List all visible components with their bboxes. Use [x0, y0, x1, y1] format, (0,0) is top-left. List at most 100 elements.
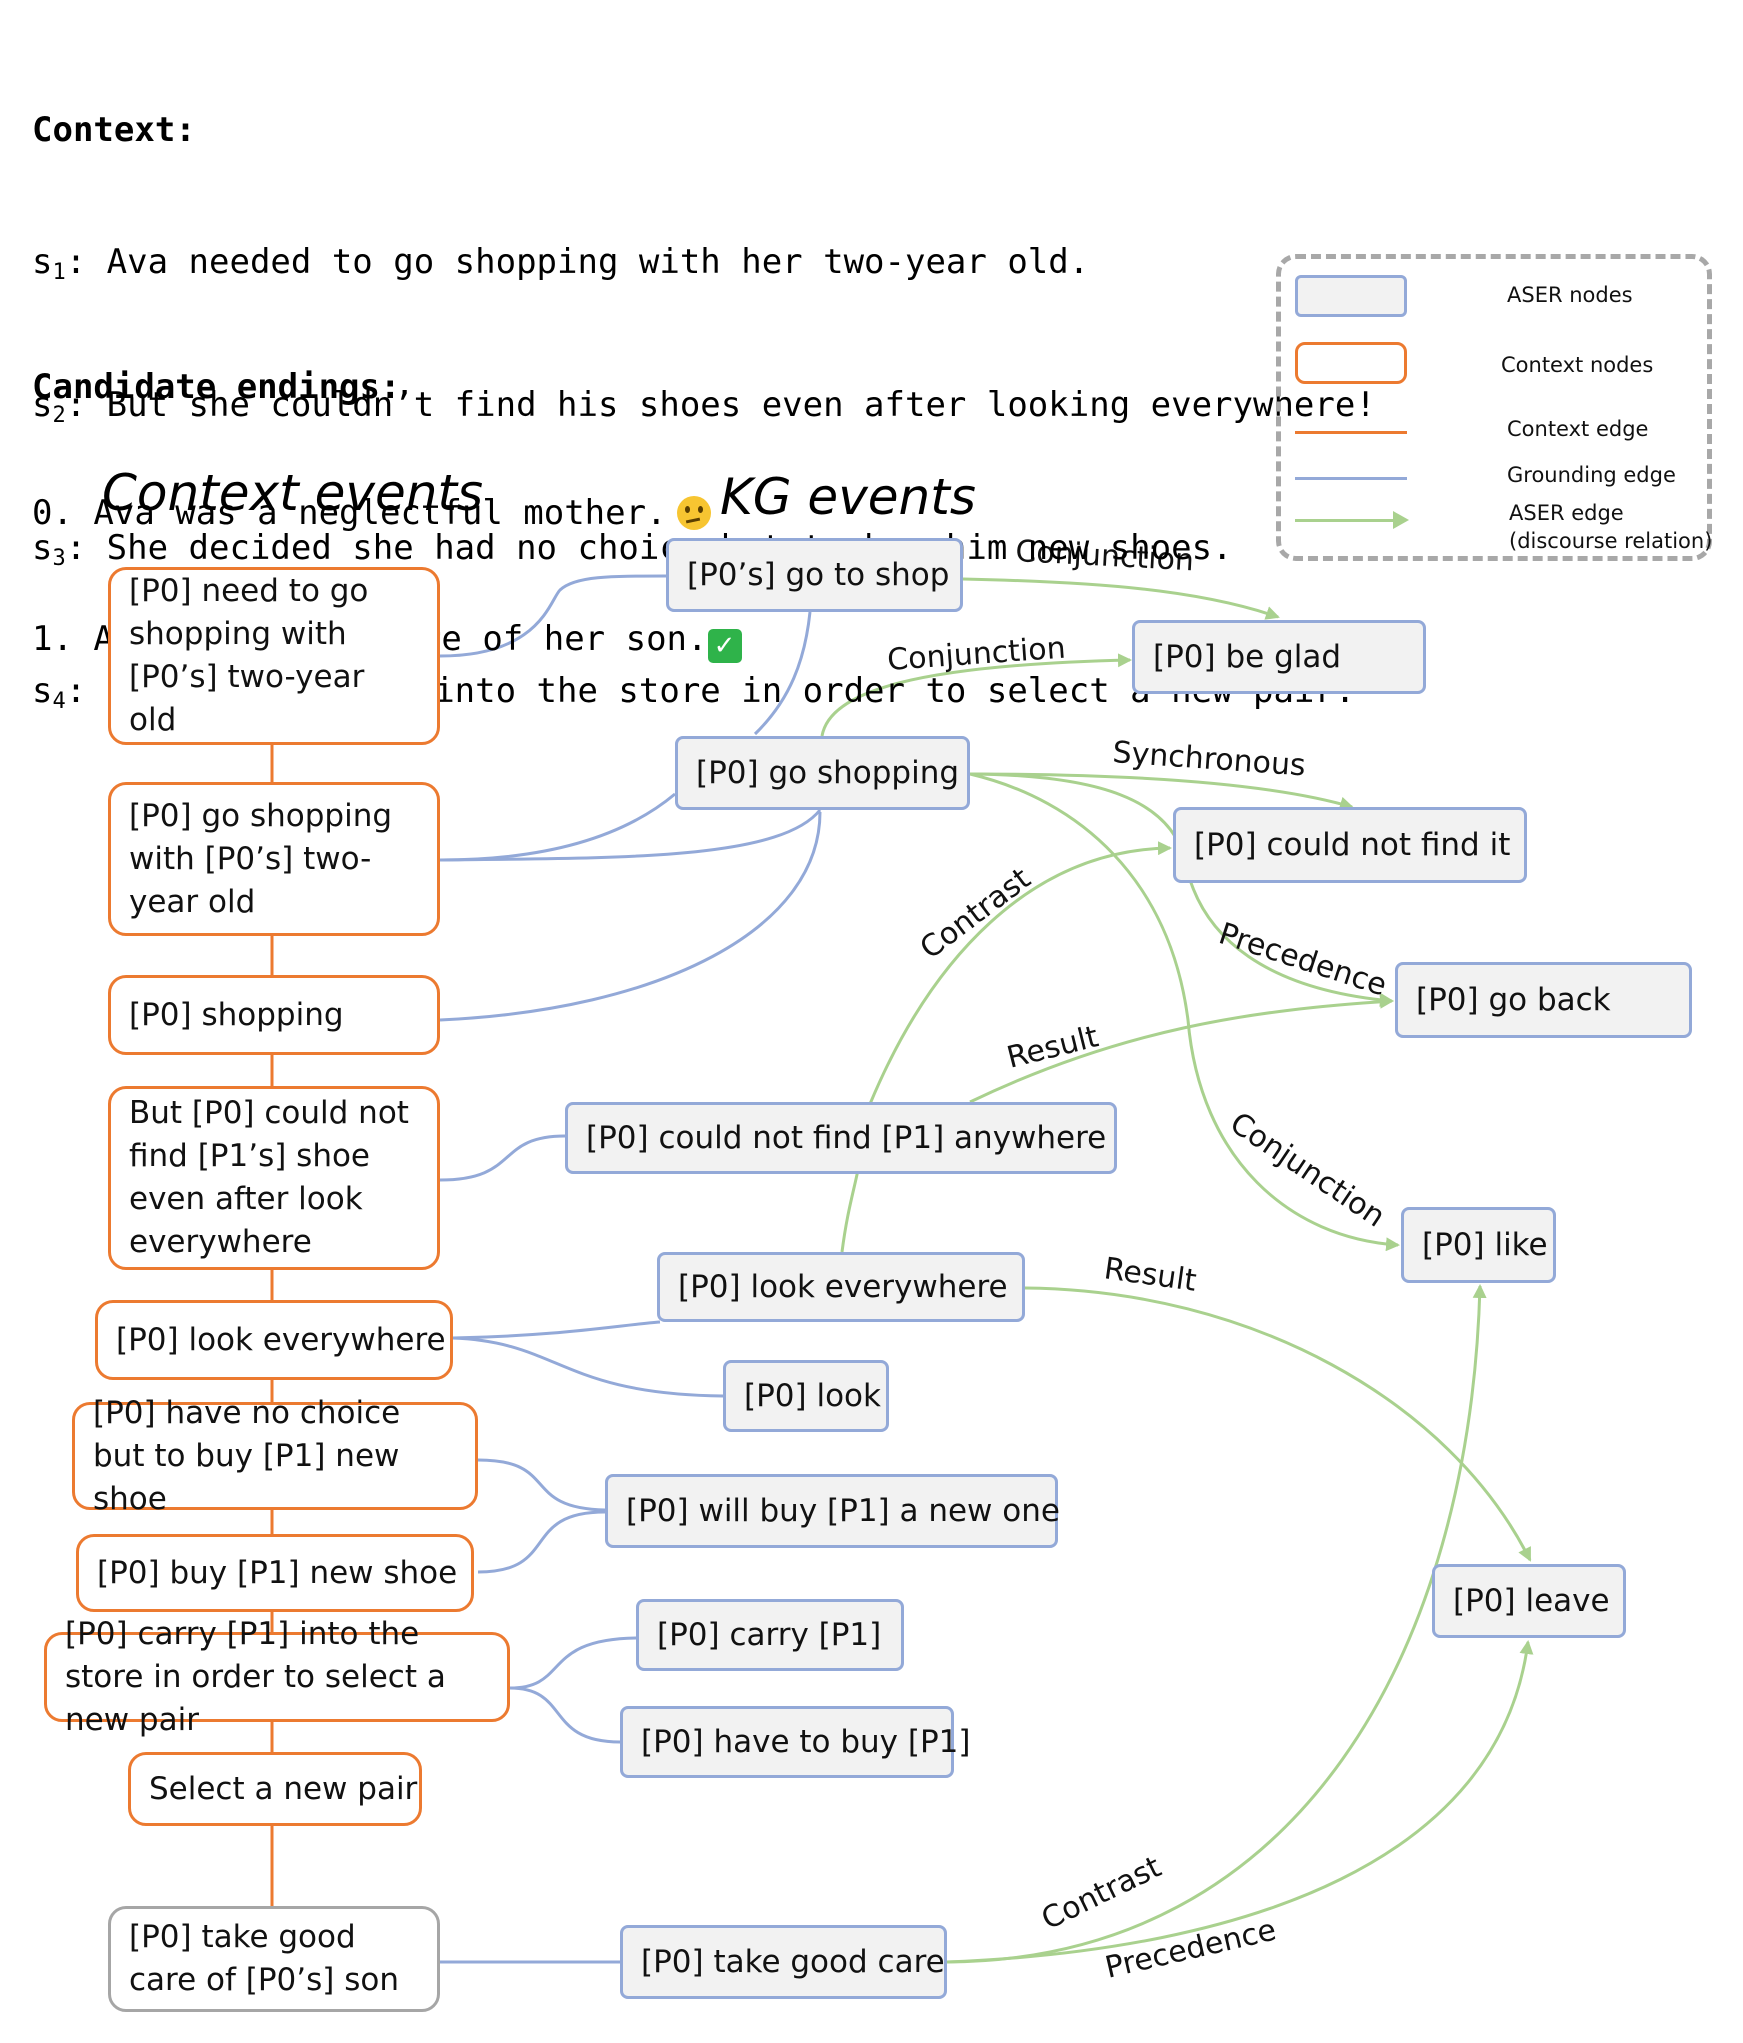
grounding-edges: [439, 574, 822, 1964]
aser-edge-conjunction: [969, 772, 1400, 1252]
sentence-label: s: [32, 242, 53, 282]
kg-node: [P0] take good care: [620, 1925, 947, 1999]
context-node-label: Select a new pair: [149, 1770, 418, 1807]
kg-node-label: [P0] go back: [1416, 981, 1611, 1018]
endings-header: Candidate endings:: [32, 367, 401, 407]
legend-aser-node-swatch: [1295, 275, 1407, 317]
kg-node: [P0] look everywhere: [657, 1252, 1025, 1322]
context-events-title: Context events: [102, 464, 484, 522]
legend-grounding-edge-swatch: [1295, 477, 1407, 480]
grounding-edge: [509, 1686, 621, 1744]
edge-label: Contrast: [1036, 1849, 1167, 1937]
kg-node: [P0] could not find it: [1173, 807, 1527, 883]
check-mark-icon: ✓: [707, 629, 742, 663]
edge-label: Precedence: [1215, 916, 1391, 1003]
grounding-edge: [439, 1134, 566, 1182]
context-node: Select a new pair: [128, 1752, 422, 1826]
kg-node: [P0] be glad: [1132, 620, 1426, 694]
context-node: [P0] buy [P1] new shoe: [76, 1534, 474, 1612]
context-node: [P0] carry [P1] into the store in order …: [44, 1616, 510, 1738]
kg-node-label: [P0] take good care: [641, 1943, 945, 1980]
context-sentence: s2: But she couldn’t find his shoes even…: [32, 383, 1532, 438]
aser-edge-contrast: [868, 841, 1172, 1105]
kg-node: [P0] leave: [1432, 1564, 1626, 1638]
context-header: Context:: [32, 110, 196, 150]
kg-node: [P0] carry [P1]: [636, 1599, 904, 1671]
aser-edges: [820, 577, 1534, 1964]
edge-label: Precedence: [1102, 1913, 1280, 1986]
grounding-edge: [477, 1510, 606, 1574]
sentence-label: s: [32, 528, 53, 568]
kg-node-label: [P0] like: [1422, 1226, 1548, 1263]
aser-edge-conjunction: [820, 653, 1132, 737]
kg-node: [P0] like: [1401, 1207, 1556, 1283]
grounding-edge: [439, 574, 667, 658]
context-node-label: [P0] need to go shopping with [P0’s] two…: [129, 573, 369, 738]
kg-node-label: [P0] leave: [1453, 1582, 1610, 1619]
legend-context-edge-swatch: [1295, 431, 1407, 434]
sentence-text: : Ava needed to go shopping with her two…: [65, 242, 1090, 282]
aser-edge-synchronous: [969, 772, 1354, 811]
kg-node: [P0’s] go to shop: [666, 538, 963, 612]
legend: ASER nodes Context nodes Context edge Gr…: [1276, 254, 1712, 561]
kg-node: [P0] have to buy [P1]: [620, 1706, 970, 1778]
kg-node-label: [P0] will buy [P1] a new one: [626, 1492, 1060, 1529]
legend-context-node-swatch: [1295, 342, 1407, 384]
context-node-label: [P0] carry [P1] into the store in order …: [65, 1615, 446, 1738]
aser-edge-result: [1024, 1286, 1532, 1562]
ending-item: 0. Ava was a neglectful mother.: [32, 492, 932, 534]
kg-node-label: [P0] look everywhere: [678, 1268, 1008, 1305]
kg-node-label: [P0] could not find it: [1194, 826, 1511, 863]
grounding-edge: [439, 792, 676, 862]
kg-node-label: [P0] could not find [P1] anywhere: [586, 1119, 1107, 1156]
grounding-edge: [509, 1636, 641, 1690]
kg-node-label: [P0] have to buy [P1]: [641, 1723, 971, 1760]
thinking-face-icon: [676, 496, 711, 530]
context-node: [P0] have no choice but to buy [P1] new …: [72, 1395, 478, 1517]
grounding-edge: [452, 1336, 724, 1398]
kg-node: [P0] go shopping: [675, 736, 970, 810]
sentence-label: s: [32, 385, 53, 425]
kg-node-label: [P0’s] go to shop: [687, 556, 950, 593]
context-node: [P0] take good care of [P0’s] son: [108, 1906, 440, 2012]
grounding-edge: [452, 1320, 661, 1340]
grounding-edge: [439, 809, 822, 862]
sentence-index: 1: [52, 260, 66, 285]
legend-aser-edge-label: ASER edge: [1509, 501, 1624, 525]
edge-label: Conjunction: [1224, 1106, 1392, 1235]
edge-label: Result: [1102, 1251, 1199, 1299]
aser-edge-conjunction: [962, 577, 1280, 620]
context-node: But [P0] could not find [P1’s] shoe even…: [108, 1086, 440, 1270]
legend-arrow-icon: [1393, 511, 1409, 529]
aser-edge-precedence: [946, 1640, 1534, 1964]
context-node-label: [P0] buy [P1] new shoe: [97, 1554, 458, 1591]
edge-label: Contrast: [914, 861, 1038, 966]
sentence-index: 4: [52, 689, 66, 714]
context-node-label: [P0] shopping: [129, 996, 344, 1033]
kg-node-label: [P0] be glad: [1153, 638, 1342, 675]
context-sentence: s1: Ava needed to go shopping with her t…: [32, 240, 1532, 295]
grounding-edge: [753, 611, 812, 736]
ending-text: 0. Ava was a neglectful mother.: [32, 493, 667, 533]
kg-node: [P0] go back: [1395, 962, 1692, 1038]
grounding-edge: [477, 1458, 606, 1512]
kg-node: [P0] could not find [P1] anywhere: [565, 1102, 1117, 1174]
kg-events-title: KG events: [720, 468, 976, 526]
context-node-label: But [P0] could not find [P1’s] shoe even…: [129, 1095, 409, 1260]
sentence-index: 3: [52, 546, 66, 571]
context-node-label: [P0] have no choice but to buy [P1] new …: [93, 1394, 401, 1517]
context-node: [P0] need to go shopping with [P0’s] two…: [108, 567, 440, 745]
context-node-label: [P0] go shopping with [P0’s] two-year ol…: [129, 797, 393, 920]
kg-node-label: [P0] carry [P1]: [657, 1616, 882, 1653]
legend-context-edge-label: Context edge: [1507, 417, 1649, 441]
context-node: [P0] shopping: [108, 975, 440, 1055]
kg-node-label: [P0] go shopping: [696, 754, 960, 791]
legend-aser-nodes-label: ASER nodes: [1507, 283, 1633, 307]
context-node-label: [P0] take good care of [P0’s] son: [129, 1919, 399, 1998]
grounding-edge: [439, 811, 822, 1022]
aser-edge-result: [969, 994, 1394, 1104]
legend-aser-edge-sublabel: (discourse relation): [1509, 529, 1713, 553]
sentence-label: s: [32, 671, 53, 711]
legend-aser-edge-swatch: [1295, 519, 1395, 522]
